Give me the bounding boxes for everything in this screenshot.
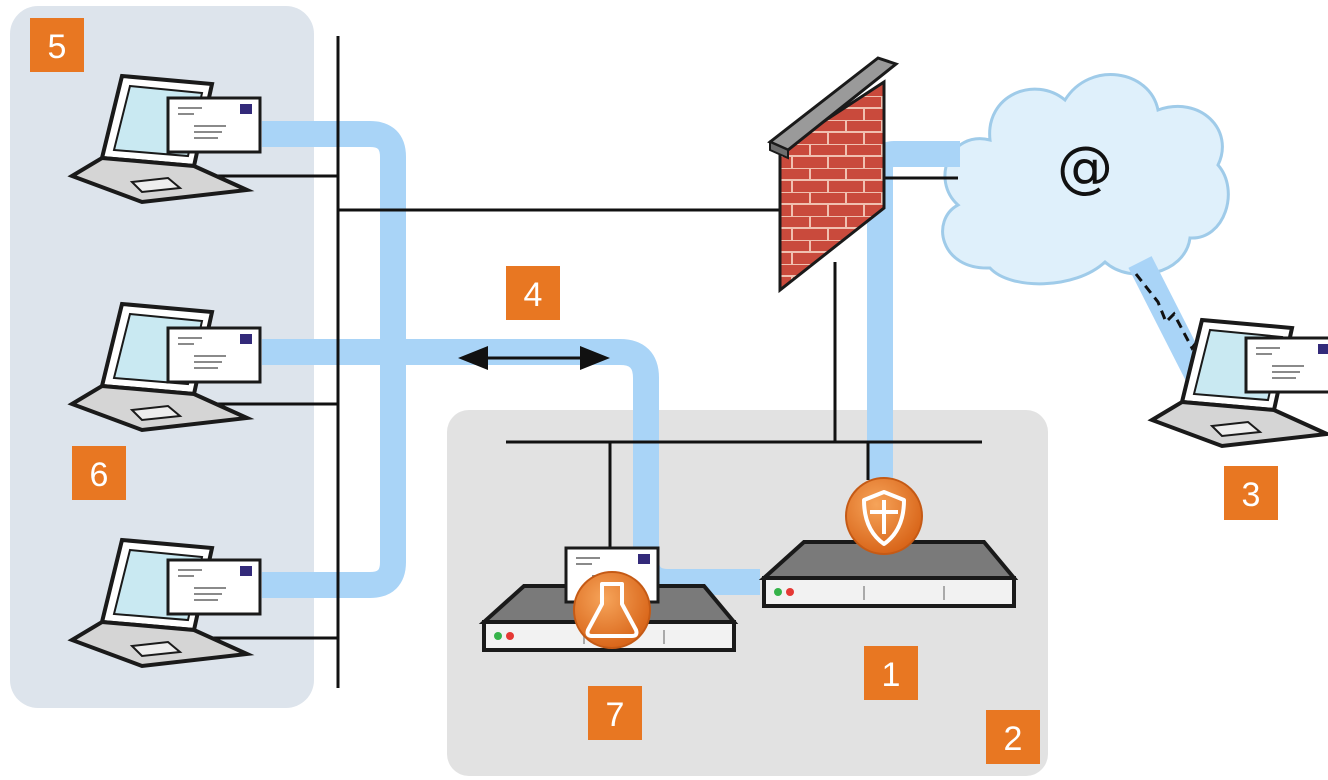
firewall-icon (767, 56, 900, 294)
envelope-icon (166, 558, 262, 616)
badge-3: 3 (1224, 466, 1278, 520)
badge-5: 5 (30, 18, 84, 72)
badge-3-label: 3 (1242, 476, 1261, 514)
flask-icon (573, 571, 651, 649)
badge-7-label: 7 (606, 696, 625, 734)
bidirectional-arrow-icon (458, 346, 610, 370)
badge-2: 2 (986, 710, 1040, 764)
badge-6-label: 6 (90, 456, 109, 494)
badge-4: 4 (506, 266, 560, 320)
envelope-icon (1244, 336, 1328, 394)
badge-2-label: 2 (1004, 720, 1023, 758)
badge-7: 7 (588, 686, 642, 740)
badge-5-label: 5 (48, 28, 67, 66)
badge-1-label: 1 (882, 656, 901, 694)
badge-4-label: 4 (524, 276, 543, 314)
shield-icon (845, 477, 923, 555)
badge-1: 1 (864, 646, 918, 700)
remote-link-icon (1134, 273, 1214, 363)
badge-6: 6 (72, 446, 126, 500)
internet-symbol: @ (1057, 135, 1113, 200)
network-lines (208, 36, 982, 688)
envelope-icon (166, 96, 262, 154)
envelope-icon (166, 326, 262, 384)
